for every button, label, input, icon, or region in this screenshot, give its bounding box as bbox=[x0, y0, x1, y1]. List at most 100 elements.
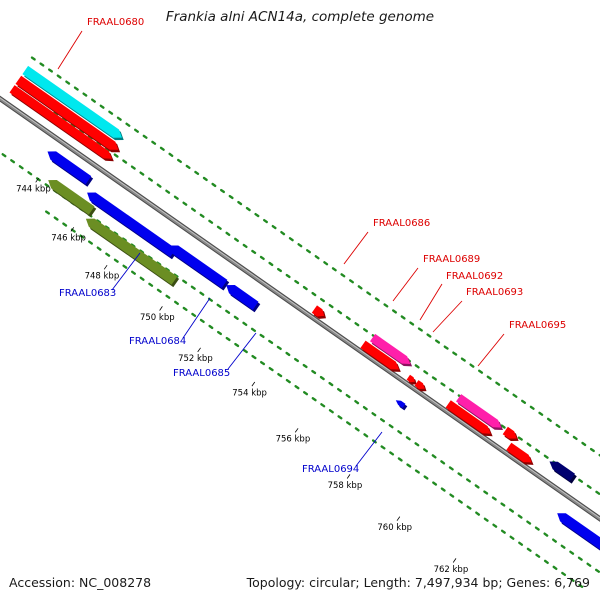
gene-fraal0683-body bbox=[87, 192, 176, 257]
gene-forward-red-b-body bbox=[9, 85, 112, 159]
gene-fraal0685-body bbox=[226, 285, 259, 310]
inner-dotted-track-dot bbox=[328, 381, 334, 387]
inner-dotted-track-dot bbox=[423, 448, 428, 453]
tick-mark bbox=[159, 306, 163, 311]
inner-dotted-track-dot bbox=[27, 171, 33, 176]
tick-mark bbox=[70, 227, 75, 232]
middle-dotted-track-dot bbox=[173, 195, 179, 200]
inner-dotted-track-dot bbox=[319, 375, 325, 381]
gene-forward-red-f bbox=[506, 442, 534, 465]
inner-dotted-track-dot bbox=[552, 538, 557, 543]
middle-dotted-track-dot bbox=[53, 111, 59, 116]
outer-dotted-track-dot bbox=[435, 339, 441, 344]
lower-dotted-track-dot bbox=[208, 324, 214, 330]
middle-dotted-track-dot bbox=[354, 322, 360, 327]
middle-dotted-track-dot bbox=[96, 141, 102, 146]
tick-mark bbox=[197, 347, 201, 353]
lower-dotted-track-dot bbox=[173, 300, 180, 305]
middle-dotted-track-dot bbox=[79, 129, 85, 134]
gene-label-fraal0694: FRAAL0694 bbox=[302, 464, 359, 475]
inner-dotted-track-dot bbox=[405, 436, 411, 441]
outer-dotted-track-dot bbox=[65, 80, 71, 85]
middle-dotted-track-dot bbox=[578, 478, 584, 483]
gene-reverse-navy bbox=[549, 461, 577, 484]
lower-dotted-track-dot bbox=[130, 270, 137, 275]
middle-dotted-track-dot bbox=[147, 177, 154, 182]
topology-text: Topology: circular; Length: 7,497,934 bp… bbox=[246, 575, 590, 590]
inner-dotted-track-dot bbox=[259, 333, 265, 338]
outer-dotted-track-dot bbox=[581, 441, 587, 447]
inner-dotted-track-dot bbox=[517, 514, 523, 519]
lower-dotted-track-dot bbox=[561, 571, 567, 576]
middle-dotted-track-dot bbox=[320, 298, 325, 303]
outer-dotted-track-dot bbox=[168, 152, 174, 158]
middle-dotted-track-dot bbox=[242, 243, 248, 249]
outer-dotted-track-dot bbox=[194, 170, 200, 176]
middle-dotted-track-dot bbox=[311, 291, 317, 297]
inner-dotted-track-dot bbox=[586, 562, 592, 567]
inner-dotted-track-dot bbox=[199, 291, 205, 296]
inner-dotted-track-dot bbox=[1, 153, 7, 158]
tick-mark bbox=[452, 558, 457, 563]
outer-dotted-track-dot bbox=[340, 273, 346, 278]
lower-dotted-track-dot bbox=[457, 499, 463, 504]
lower-dotted-track-dot bbox=[337, 415, 343, 420]
leader-line-fraal0694 bbox=[355, 431, 383, 467]
middle-dotted-track-dot bbox=[586, 484, 592, 489]
lower-dotted-track-dot bbox=[578, 583, 584, 588]
inner-dotted-track-dot bbox=[457, 472, 463, 477]
lower-dotted-track-dot bbox=[432, 481, 438, 486]
gene-label-fraal0695: FRAAL0695 bbox=[509, 320, 566, 331]
lower-dotted-track-dot bbox=[191, 312, 197, 317]
outer-dotted-track-dot bbox=[237, 200, 243, 206]
gene-forward-red-d-body bbox=[445, 400, 491, 434]
outer-dotted-track-dot bbox=[116, 116, 122, 121]
gene-forward-red-f-body bbox=[506, 442, 532, 463]
lower-dotted-track-dot bbox=[294, 385, 300, 390]
lower-dotted-track-dot bbox=[165, 294, 171, 299]
tick-mark bbox=[294, 428, 299, 433]
outer-dotted-track-dot bbox=[426, 333, 432, 338]
middle-dotted-track-dot bbox=[268, 261, 274, 267]
middle-dotted-track-dot bbox=[156, 183, 162, 188]
gene-fraal0685 bbox=[226, 285, 261, 313]
lower-dotted-track-dot bbox=[96, 246, 102, 251]
gene-label-fraal0685: FRAAL0685 bbox=[173, 368, 230, 379]
tick-label-6: 756 kbp bbox=[276, 435, 311, 445]
inner-dotted-track-dot bbox=[302, 363, 308, 369]
tick-label-2: 748 kbp bbox=[85, 272, 120, 282]
inner-dotted-track-dot bbox=[414, 442, 420, 447]
inner-dotted-track-dot bbox=[311, 369, 317, 375]
middle-dotted-track-dot bbox=[199, 213, 205, 218]
leader-line-fraal0680 bbox=[57, 30, 83, 70]
lower-dotted-track-dot bbox=[543, 559, 549, 564]
lower-dotted-track-dot bbox=[268, 367, 274, 372]
lower-dotted-track-dot bbox=[414, 469, 420, 474]
inner-dotted-track-dot bbox=[121, 237, 127, 242]
leader-line-fraal0685 bbox=[227, 332, 257, 370]
gene-fraal0686 bbox=[311, 305, 326, 319]
outer-dotted-track-dot bbox=[314, 255, 320, 260]
outer-dotted-track-dot bbox=[159, 146, 165, 151]
middle-dotted-track-dot bbox=[113, 153, 119, 158]
gene-fraal0692 bbox=[406, 374, 417, 385]
inner-dotted-track-dot bbox=[491, 496, 497, 501]
gene-fraal0680-red bbox=[15, 75, 121, 153]
gene-forward-red-c-body bbox=[360, 340, 399, 370]
outer-dotted-track-dot bbox=[478, 369, 484, 374]
inner-dotted-track-dot bbox=[448, 466, 454, 471]
middle-dotted-track-dot bbox=[414, 364, 420, 369]
middle-dotted-track-dot bbox=[104, 147, 111, 152]
middle-dotted-track-dot bbox=[285, 273, 291, 279]
outer-dotted-track-dot bbox=[185, 164, 191, 170]
lower-dotted-track-dot bbox=[492, 523, 498, 528]
inner-dotted-track-dot bbox=[431, 454, 437, 459]
middle-dotted-track-dot bbox=[328, 304, 334, 309]
gene-fraal0683 bbox=[87, 192, 178, 260]
middle-dotted-track-dot bbox=[337, 310, 343, 315]
outer-dotted-track-dot bbox=[48, 68, 53, 73]
gene-labels: FRAAL0680FRAAL0686FRAAL0689FRAAL0692FRAA… bbox=[57, 17, 566, 475]
lower-dotted-track-dot bbox=[518, 541, 524, 546]
lower-dotted-track-dot bbox=[216, 330, 223, 336]
